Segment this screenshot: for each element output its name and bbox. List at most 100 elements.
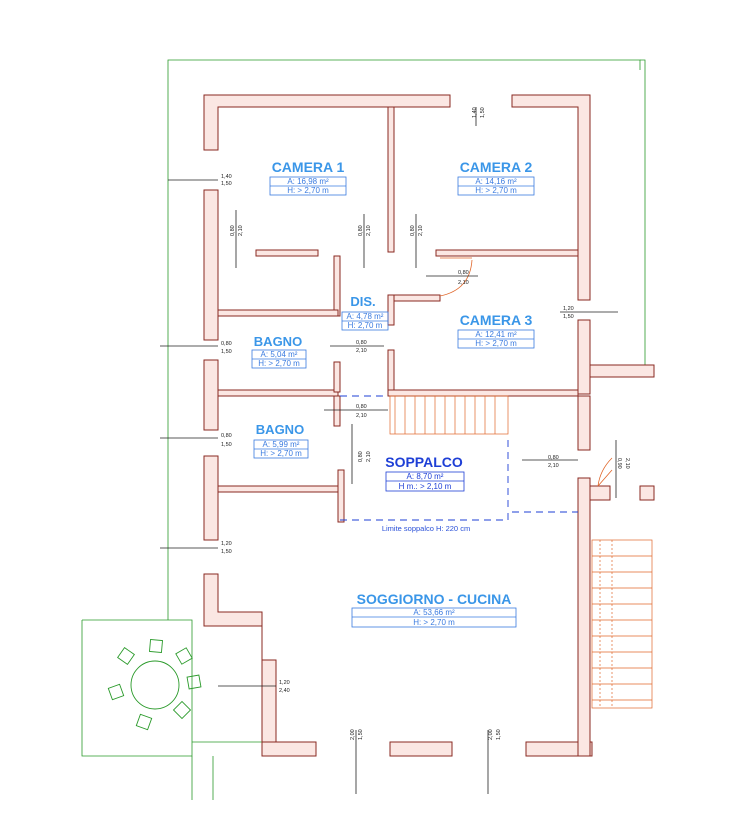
room-height: H m.: > 2,10 m xyxy=(399,482,452,491)
dim-door-bagno1-bottom: 2,10 xyxy=(356,348,367,354)
chair-icon xyxy=(172,700,192,720)
dim-door-terrace-top: 1,20 xyxy=(279,680,290,686)
dim-win-bottom-left-top: 2,00 xyxy=(350,729,356,740)
dim-door-camera2-dis-top: 0,80 xyxy=(410,225,416,236)
wall-dis-left xyxy=(333,255,341,317)
opening-dimensions: 1,40 1,50 1,40 1,50 0,80 2,10 0,80 2,10 … xyxy=(221,107,630,740)
dim-door-camera2-dis-bottom: 2,10 xyxy=(418,225,424,236)
dim-win-bagno1-bottom: 1,50 xyxy=(221,349,232,355)
room-soppalco: SOPPALCO A: 8,70 m² H m.: > 2,10 m xyxy=(385,454,465,492)
dim-win-bagno2-bottom: 1,50 xyxy=(221,442,232,448)
wall-bagno2-bottom xyxy=(217,485,339,493)
wall-right-annex xyxy=(589,364,655,378)
wall-right-annex3 xyxy=(589,485,611,501)
room-dis: DIS. A: 4,78 m² H: 2,70 m xyxy=(341,294,389,331)
wall-right-lower xyxy=(577,477,591,757)
dim-win-camera2-top: 1,40 xyxy=(472,107,478,118)
dim-door-bagno2-side-top: 0,80 xyxy=(358,451,364,462)
wall-camera3-left xyxy=(387,294,395,326)
room-camera-2: CAMERA 2 A: 14,16 m² H: > 2,70 m xyxy=(457,159,535,196)
room-bagno-2: BAGNO A: 5,99 m² H: > 2,70 m xyxy=(253,422,309,459)
wall-bottom xyxy=(261,741,317,757)
dim-door-camera3-top: 0,80 xyxy=(458,270,469,276)
wall-bagno1-top xyxy=(217,309,339,317)
dim-win-bagno2-top: 0,80 xyxy=(221,433,232,439)
dim-door-camera1-top: 0,80 xyxy=(230,225,236,236)
chair-icon xyxy=(186,674,202,690)
wall-camera3-top xyxy=(387,294,441,302)
dim-door-right-bottom: 2,10 xyxy=(624,458,630,469)
room-soggiorno-cucina: SOGGIORNO - CUCINA A: 53,66 m² H: > 2,70… xyxy=(351,591,517,628)
dim-win-bottom-right-top: 2,00 xyxy=(488,729,494,740)
dim-win-bagno1-top: 0,80 xyxy=(221,341,232,347)
wall-bagno1-right xyxy=(333,361,341,393)
dim-door-right-top: 0,90 xyxy=(616,458,622,469)
room-area: A: 16,98 m² xyxy=(287,177,329,186)
room-height: H: 2,70 m xyxy=(348,321,383,330)
wall-left-upper xyxy=(203,189,219,341)
room-name: CAMERA 1 xyxy=(272,159,345,175)
wall-bottom-right xyxy=(525,741,593,757)
chair-icon xyxy=(175,647,193,665)
terrace-table xyxy=(107,639,202,731)
chair-icon xyxy=(135,713,153,731)
room-name: DIS. xyxy=(350,294,375,309)
doors xyxy=(439,257,613,487)
site-boundary xyxy=(81,59,646,800)
dim-door-entrance-bottom: 2,10 xyxy=(548,463,559,469)
dim-win-camera3-bottom: 1,50 xyxy=(563,314,574,320)
dim-door-bagno1-top: 0,80 xyxy=(356,340,367,346)
wall-camera3-left2 xyxy=(387,349,395,395)
dim-win-camera1-top: 1,40 xyxy=(221,174,232,180)
dim-win-soggiorno-bottom: 1,50 xyxy=(221,549,232,555)
dim-win-bottom-right-bottom: 1,50 xyxy=(496,729,502,740)
room-name: BAGNO xyxy=(256,422,304,437)
wall-left-lower xyxy=(203,573,277,743)
room-area: A: 4,78 m² xyxy=(347,312,384,321)
wall-right-mid xyxy=(577,319,591,395)
wall-right-mid2 xyxy=(577,395,591,451)
wall-camera2-bottom xyxy=(435,249,579,257)
room-area: A: 14,16 m² xyxy=(475,177,517,186)
mezzanine-limit-note: Limite soppalco H: 220 cm xyxy=(382,524,470,533)
room-name: CAMERA 2 xyxy=(460,159,533,175)
room-area: A: 12,41 m² xyxy=(475,330,517,339)
room-name: CAMERA 3 xyxy=(460,312,533,328)
room-height: H: > 2,70 m xyxy=(260,449,302,458)
interior-walls xyxy=(217,106,655,523)
dimension-lines xyxy=(160,107,618,794)
room-bagno-1: BAGNO A: 5,04 m² H: > 2,70 m xyxy=(251,334,307,369)
room-height: H: > 2,70 m xyxy=(475,186,517,195)
wall-bagno2-right xyxy=(333,395,341,427)
room-name: SOGGIORNO - CUCINA xyxy=(357,591,512,607)
dim-door-bagno2-top: 0,80 xyxy=(356,404,367,410)
wall-bagno1-bottom xyxy=(217,389,339,397)
room-area: A: 5,04 m² xyxy=(261,350,298,359)
wall-camera1-camera2 xyxy=(387,106,395,253)
dim-door-entrance-top: 0,80 xyxy=(548,455,559,461)
dim-door-camera1-dis-bottom: 2,10 xyxy=(366,225,372,236)
room-area: A: 5,99 m² xyxy=(263,440,300,449)
wall-camera3-bottom xyxy=(387,389,579,397)
wall-bagno2-right2 xyxy=(337,469,345,523)
room-area: A: 8,70 m² xyxy=(407,472,444,481)
dim-door-bagno2-bottom: 2,10 xyxy=(356,413,367,419)
wall-top xyxy=(203,94,451,151)
wall-left-mid2 xyxy=(203,455,219,541)
room-name: SOPPALCO xyxy=(385,454,463,470)
room-height: H: > 2,70 m xyxy=(258,359,300,368)
chair-icon xyxy=(149,639,163,653)
wall-camera1-bottom xyxy=(255,249,319,257)
dim-win-camera3-top: 1,20 xyxy=(563,306,574,312)
mezzanine-limit xyxy=(340,395,578,521)
staircase xyxy=(389,395,653,709)
dim-door-camera1-dis-top: 0,80 xyxy=(358,225,364,236)
dim-door-terrace-bottom: 2,40 xyxy=(279,688,290,694)
room-camera-1: CAMERA 1 A: 16,98 m² H: > 2,70 m xyxy=(269,159,347,196)
dim-win-soggiorno-top: 1,20 xyxy=(221,541,232,547)
room-height: H: > 2,70 m xyxy=(475,339,517,348)
table-icon xyxy=(130,660,180,710)
chair-icon xyxy=(117,647,135,665)
dim-door-camera3-bottom: 2,10 xyxy=(458,280,469,286)
